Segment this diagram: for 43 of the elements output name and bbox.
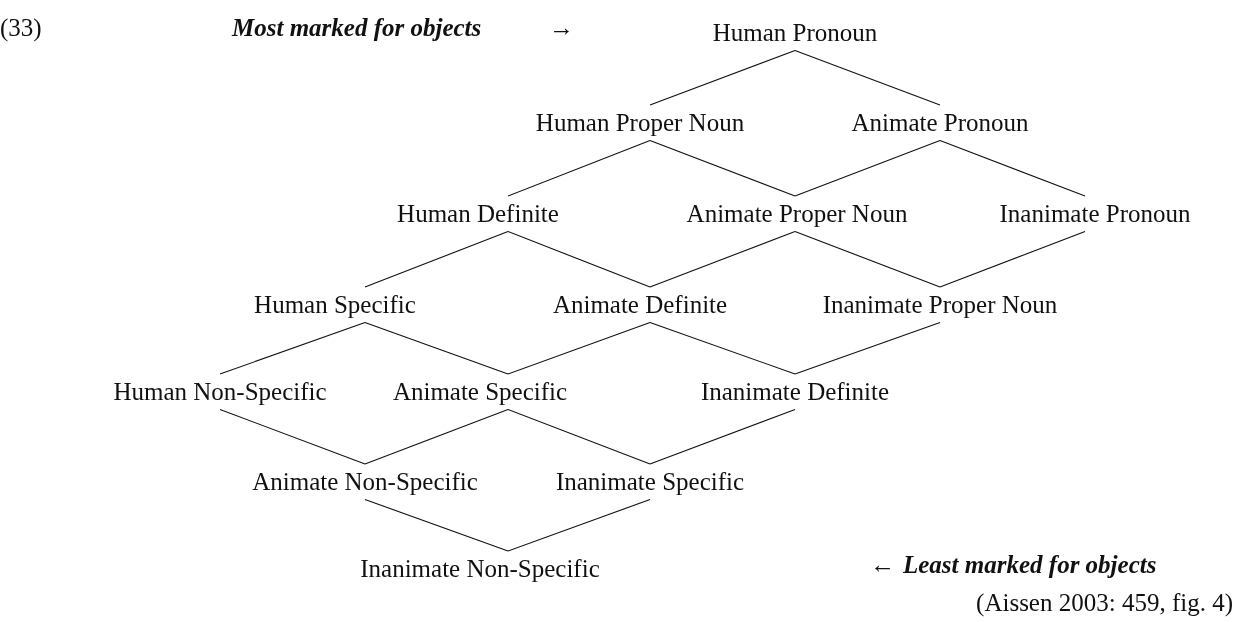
direction-arrow: → xyxy=(549,14,574,42)
connector-line xyxy=(649,408,796,465)
connector-line xyxy=(364,498,509,552)
category-label: Inanimate Definite xyxy=(698,374,892,410)
category-label: Inanimate Specific xyxy=(553,464,747,500)
category-label: Animate Definite xyxy=(550,287,730,323)
scale-label: Most marked for objects xyxy=(232,14,482,42)
connector-line xyxy=(649,321,796,375)
direction-arrow: ← xyxy=(870,551,895,579)
category-label: Animate Non-Specific xyxy=(250,464,480,500)
connector-line xyxy=(507,230,651,288)
category-label: Animate Specific xyxy=(390,374,570,410)
connector-line xyxy=(794,321,941,375)
category-label: Human Proper Noun xyxy=(533,105,747,141)
connector-line xyxy=(649,139,796,197)
scale-label: Least marked for objects xyxy=(903,551,1157,579)
category-label: Inanimate Pronoun xyxy=(997,196,1193,232)
connector-line xyxy=(219,321,366,375)
category-label: Inanimate Non-Specific xyxy=(358,551,602,587)
connector-line xyxy=(507,408,651,465)
category-label: Human Definite xyxy=(395,196,561,232)
connector-line xyxy=(939,230,1086,288)
connector-line xyxy=(649,230,796,288)
category-label: Inanimate Proper Noun xyxy=(820,287,1060,323)
connector-line xyxy=(794,139,941,197)
category-label: Human Specific xyxy=(252,287,418,323)
category-label: Animate Proper Noun xyxy=(684,196,910,232)
source-citation: (Aissen 2003: 459, fig. 4) xyxy=(976,589,1233,617)
connector-line xyxy=(794,230,941,288)
example-number: (33) xyxy=(0,14,42,42)
connector-line xyxy=(649,49,796,106)
connector-line xyxy=(507,139,651,197)
connector-line xyxy=(507,321,651,375)
connector-line xyxy=(939,139,1086,197)
category-label: Animate Pronoun xyxy=(849,105,1031,141)
connector-line xyxy=(794,49,941,106)
category-label: Human Pronoun xyxy=(710,15,880,51)
category-label: Human Non-Specific xyxy=(111,374,329,410)
connector-line xyxy=(364,408,509,465)
connector-line xyxy=(364,321,509,375)
connector-line xyxy=(219,408,366,465)
connector-line xyxy=(364,230,509,288)
connector-line xyxy=(507,498,651,552)
